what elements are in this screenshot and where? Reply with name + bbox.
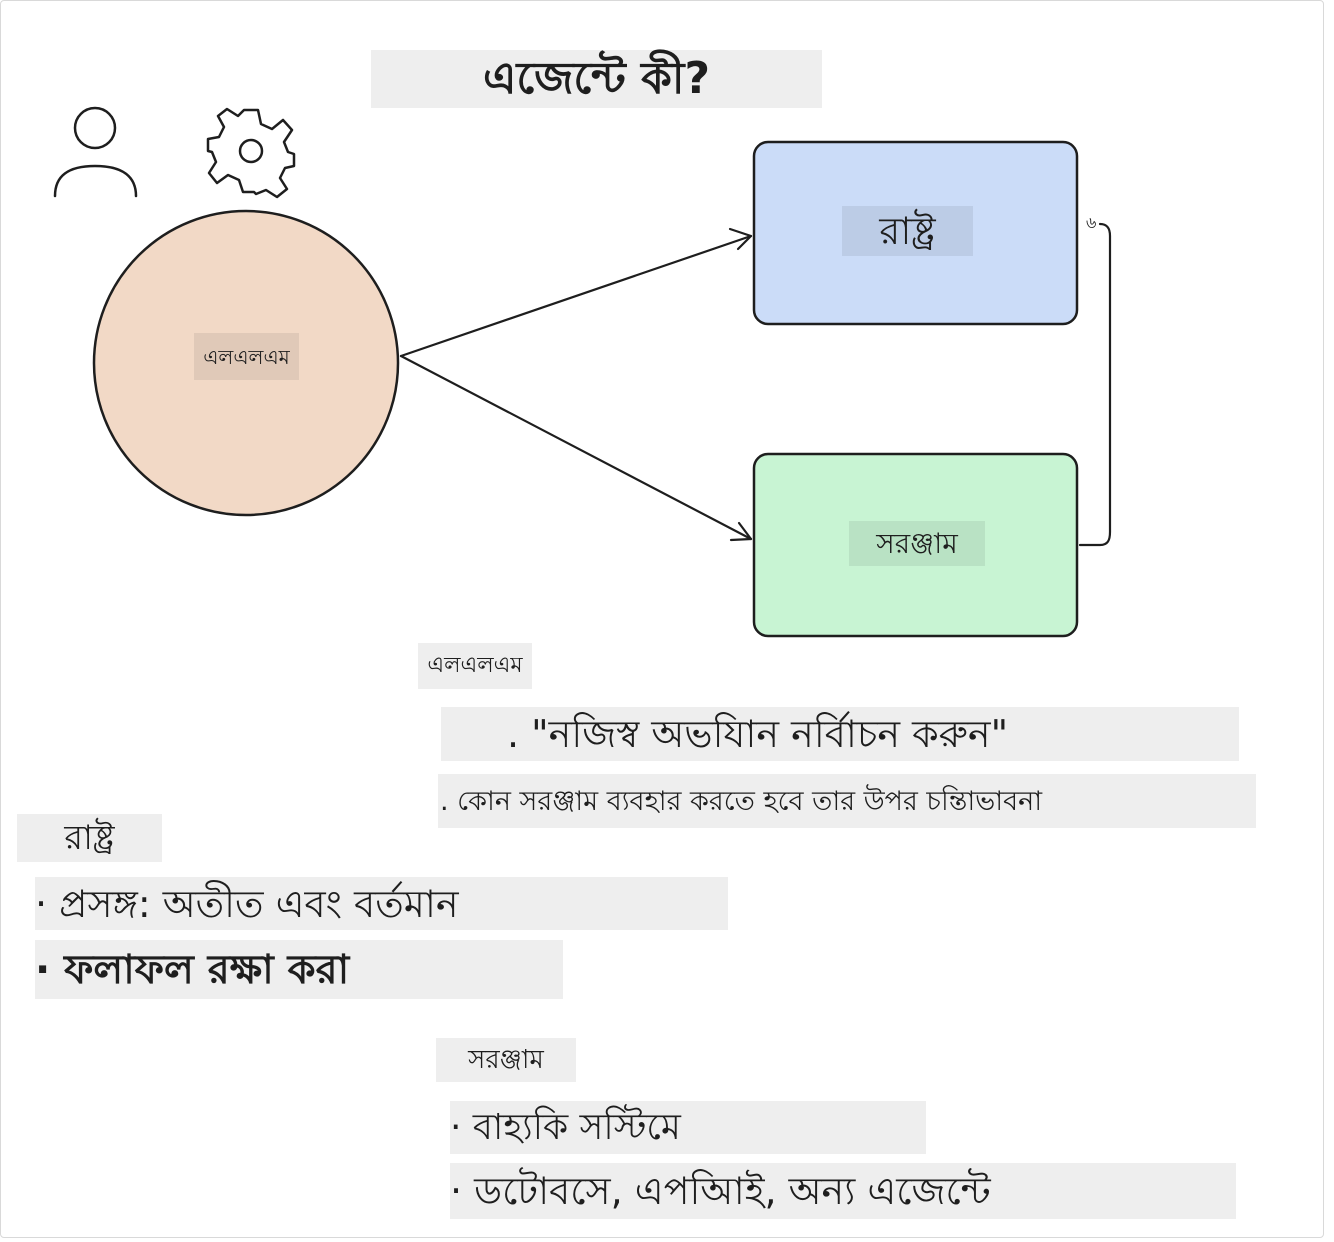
tools-node-label: সরঞ্জাম bbox=[849, 521, 985, 566]
llm-node bbox=[92, 209, 400, 517]
page-title: এজেন্টে কী? bbox=[371, 50, 822, 108]
state-section-heading: রাষ্ট্র bbox=[17, 814, 162, 862]
connector-label: ৬ bbox=[1084, 213, 1099, 232]
tools-description-line: · বাহ্যকি সস্টিমে bbox=[450, 1101, 926, 1154]
state-tools-connector bbox=[1078, 222, 1112, 547]
arrow-llm-to-tools bbox=[399, 354, 753, 542]
tools-description-line: · ডটোবসে, এপআিই, অন্য এজেন্টে bbox=[450, 1163, 1236, 1219]
state-node bbox=[752, 140, 1079, 326]
arrow-llm-to-state bbox=[399, 227, 753, 358]
state-description-line: · ফলাফল রক্ষা করা bbox=[35, 940, 563, 999]
llm-node-label: এলএলএম bbox=[194, 333, 299, 380]
tools-node bbox=[752, 452, 1079, 638]
gear-icon bbox=[206, 107, 296, 199]
llm-description-line: . কোন সরঞ্জাম ব্যবহার করতে হবে তার উপর চ… bbox=[438, 774, 1256, 828]
user-icon bbox=[53, 106, 138, 198]
state-description-line: · প্রসঙ্গ: অতীত এবং বর্তমান bbox=[35, 877, 728, 930]
tools-section-heading: সরঞ্জাম bbox=[436, 1038, 576, 1082]
state-node-label: রাষ্ট্র bbox=[842, 206, 973, 256]
llm-section-heading: এলএলএম bbox=[418, 643, 532, 689]
llm-description-line: . "নজিস্ব অভযিান নর্বিাচন করুন" bbox=[441, 707, 1239, 761]
